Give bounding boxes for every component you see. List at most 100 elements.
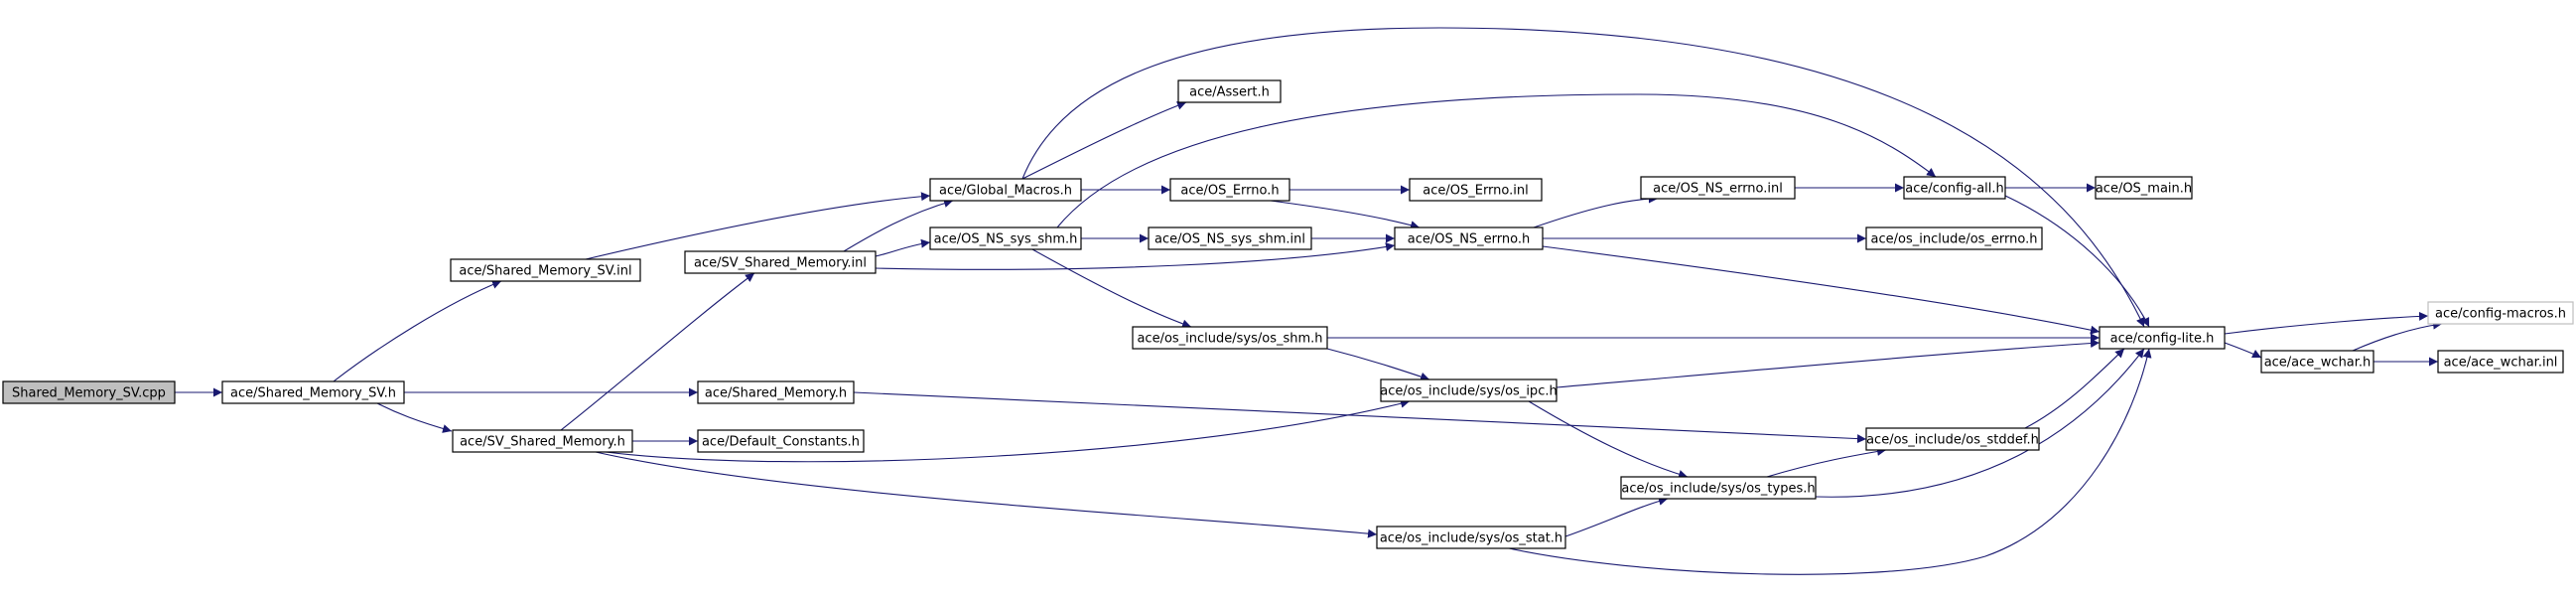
edge-svsmh-to-svsminl — [560, 272, 755, 431]
node-oserrno[interactable]: ace/OS_Errno.h — [1169, 178, 1290, 202]
edge-gm-to-configlite — [1021, 27, 2145, 328]
edges-layer — [175, 27, 2443, 575]
node-label: ace/ace_wchar.h — [2264, 356, 2372, 371]
node-box — [697, 380, 855, 404]
node-label: ace/OS_NS_sys_shm.inl — [1154, 232, 1305, 247]
edge-osnserrnoh-to-osnserrnoinl — [1533, 194, 1659, 228]
node-wcharinl[interactable]: ace/ace_wchar.inl — [2437, 350, 2564, 374]
node-label: ace/config-lite.h — [2110, 332, 2215, 347]
edge-gm-to-assert — [1021, 100, 1187, 180]
node-svsmh[interactable]: ace/SV_Shared_Memory.h — [452, 429, 633, 453]
node-box — [452, 429, 633, 453]
edge-osipc-to-ostypes — [1528, 400, 1689, 479]
edge-svsmh-to-osstat — [595, 451, 1378, 538]
node-box — [1169, 178, 1290, 202]
node-label: ace/SV_Shared_Memory.h — [460, 435, 625, 450]
node-gm[interactable]: ace/Global_Macros.h — [929, 178, 1082, 202]
node-label: ace/os_include/sys/os_types.h — [1621, 482, 1815, 497]
node-label: ace/config-macros.h — [2435, 307, 2566, 322]
node-label: ace/os_include/sys/os_ipc.h — [1380, 384, 1557, 399]
edge-svsminl-to-gm — [843, 199, 954, 252]
node-box — [2260, 350, 2374, 374]
node-label: ace/OS_NS_errno.h — [1408, 232, 1531, 247]
node-configlite[interactable]: ace/config-lite.h — [2099, 326, 2226, 350]
edge-osstddef-to-configlite — [2024, 348, 2125, 429]
node-smsvh[interactable]: ace/Shared_Memory_SV.h — [221, 380, 405, 404]
node-label: ace/Shared_Memory_SV.h — [230, 386, 396, 401]
node-assert[interactable]: ace/Assert.h — [1177, 79, 1282, 103]
node-label: ace/SV_Shared_Memory.inl — [694, 256, 867, 271]
edge-osnsshm-to-configall — [1056, 93, 1937, 228]
nodes-layer: Shared_Memory_SV.cpp ace/Shared_Memory_SV… — [2, 79, 2574, 549]
node-box — [2099, 326, 2226, 350]
node-label: ace/OS_Errno.inl — [1423, 184, 1528, 199]
node-label: ace/os_include/sys/os_stat.h — [1380, 531, 1562, 546]
edge-smh-to-osstddef — [853, 391, 1867, 444]
node-defc[interactable]: ace/Default_Constants.h — [697, 429, 865, 453]
edge-smsvh-to-smsvinl — [333, 280, 502, 382]
edge-osshm-to-osipc — [1326, 348, 1430, 381]
node-osshm[interactable]: ace/os_include/sys/os_shm.h — [1132, 326, 1328, 350]
node-box — [2437, 350, 2564, 374]
node-label: ace/OS_NS_sys_shm.h — [934, 232, 1078, 247]
edge-configall-to-configlite — [2004, 195, 2150, 328]
node-box — [1903, 176, 2006, 200]
node-cpp[interactable]: Shared_Memory_SV.cpp — [2, 380, 176, 404]
node-label: ace/Default_Constants.h — [702, 435, 860, 450]
node-box — [1620, 476, 1817, 500]
node-box — [2427, 301, 2574, 325]
node-label: ace/config-all.h — [1905, 182, 2004, 197]
node-label: ace/Shared_Memory_SV.inl — [459, 264, 631, 279]
node-oserrnoh2[interactable]: ace/os_include/os_errno.h — [1865, 226, 2043, 250]
edge-smsvh-to-svsmh — [376, 402, 453, 433]
node-box — [1132, 326, 1328, 350]
node-box — [450, 258, 641, 282]
node-osnsshminl[interactable]: ace/OS_NS_sys_shm.inl — [1148, 226, 1312, 250]
node-box — [1380, 378, 1558, 402]
node-configall[interactable]: ace/config-all.h — [1903, 176, 2006, 200]
node-wchar[interactable]: ace/ace_wchar.h — [2260, 350, 2374, 374]
node-macros[interactable]: ace/config-macros.h — [2427, 301, 2574, 325]
node-box — [1177, 79, 1282, 103]
edge-configlite-to-macros — [2224, 311, 2429, 335]
node-box — [697, 429, 865, 453]
node-ostypes[interactable]: ace/os_include/sys/os_types.h — [1620, 476, 1817, 500]
edge-svsminl-to-osnsshm — [875, 238, 931, 257]
node-box — [1640, 176, 1796, 200]
node-svsminl[interactable]: ace/SV_Shared_Memory.inl — [684, 250, 877, 274]
node-osipc[interactable]: ace/os_include/sys/os_ipc.h — [1380, 378, 1558, 402]
edge-wchar-to-macros — [2352, 320, 2443, 352]
node-label: ace/Assert.h — [1189, 85, 1270, 100]
edge-ostypes-to-osstddef — [1766, 447, 1887, 478]
edge-osstat-to-configlite — [1508, 348, 2152, 575]
node-label: ace/OS_NS_errno.inl — [1653, 182, 1783, 197]
node-osnserrnoinl[interactable]: ace/OS_NS_errno.inl — [1640, 176, 1796, 200]
edge-osstat-to-ostypes — [1564, 496, 1669, 537]
node-label: Shared_Memory_SV.cpp — [12, 386, 166, 401]
node-box — [2, 380, 176, 404]
node-osnserrnoh[interactable]: ace/OS_NS_errno.h — [1394, 226, 1544, 250]
node-osmain[interactable]: ace/OS_main.h — [2095, 176, 2193, 200]
node-box — [1865, 427, 2040, 451]
node-box — [684, 250, 877, 274]
edge-osipc-to-configlite — [1556, 339, 2101, 388]
node-osstat[interactable]: ace/os_include/sys/os_stat.h — [1376, 526, 1566, 549]
node-box — [929, 178, 1082, 202]
node-label: ace/os_include/os_stddef.h — [1866, 433, 2039, 448]
node-oserrnoinl[interactable]: ace/OS_Errno.inl — [1409, 178, 1543, 202]
node-smh[interactable]: ace/Shared_Memory.h — [697, 380, 855, 404]
node-label: ace/OS_main.h — [2096, 182, 2192, 197]
node-label: ace/os_include/sys/os_shm.h — [1137, 332, 1322, 347]
node-label: ace/Shared_Memory.h — [705, 386, 847, 401]
edge-svsmh-to-osipc — [605, 398, 1411, 463]
edge-configlite-to-wchar — [2224, 342, 2262, 359]
node-box — [1376, 526, 1566, 549]
node-box — [929, 226, 1082, 250]
node-osnsshm[interactable]: ace/OS_NS_sys_shm.h — [929, 226, 1082, 250]
node-osstddef[interactable]: ace/os_include/os_stddef.h — [1865, 427, 2040, 451]
node-label: ace/Global_Macros.h — [939, 184, 1072, 199]
node-box — [221, 380, 405, 404]
node-label: ace/os_include/os_errno.h — [1871, 232, 2038, 247]
node-smsvinl[interactable]: ace/Shared_Memory_SV.inl — [450, 258, 641, 282]
